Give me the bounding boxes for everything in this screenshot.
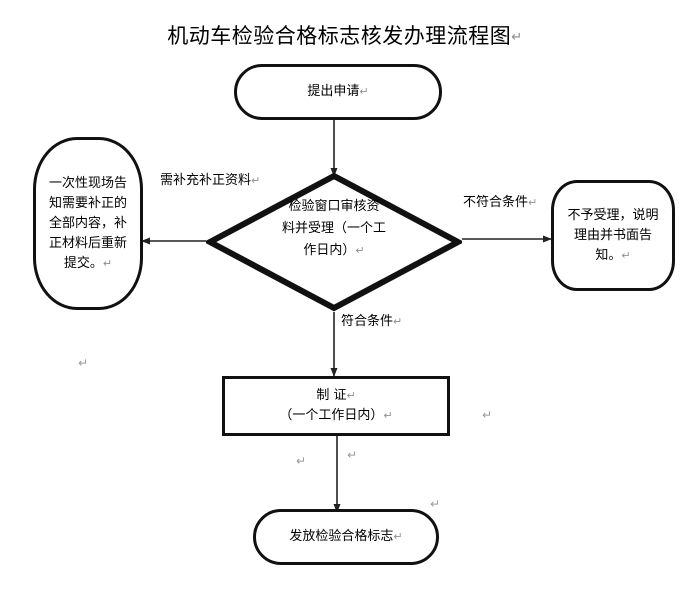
node-rejected-label: 不予受理，说明 理由并书面告 知。↵ [561,206,664,266]
edge-label-eligible: 符合条件↵ [341,313,402,331]
paragraph-mark-icon: ↵ [359,85,369,98]
stray-paragraph-mark-4: ↵ [296,454,307,468]
node-right-line-3: 知。↵ [595,247,631,263]
edge-label-not-eligible: 不符合条件↵ [463,194,537,212]
node-make-certificate-label: 制 证↵ （一个工作日内）↵ [273,386,398,426]
node-rejected[interactable]: 不予受理，说明 理由并书面告 知。↵ [551,180,675,291]
edge-label-eligible-text: 符合条件 [341,314,394,329]
paragraph-mark-icon: ↵ [393,530,403,543]
node-left-line-1: 一次性现场告 [48,175,127,191]
page-title-text: 机动车检验合格标志核发办理流程图 [167,24,512,48]
node-onetime-notice[interactable]: 一次性现场告 知需要补正的 全部内容，补 正材料后重新 提交。↵ [33,137,143,310]
node-decision-line-1: 检验窗口审核资 [288,199,380,214]
page-title: 机动车检验合格标志核发办理流程图↵ [0,22,690,52]
paragraph-mark-icon: ↵ [511,30,523,45]
paragraph-mark-icon: ↵ [528,196,538,209]
stray-paragraph-mark-2: ↵ [482,408,493,422]
paragraph-mark-icon: ↵ [102,256,113,270]
node-left-line-4: 正材料后重新 [48,235,127,251]
edge-label-not-eligible-text: 不符合条件 [463,195,529,210]
paragraph-mark-icon: ↵ [621,248,631,262]
node-start-label: 提出申请↵ [307,84,369,99]
edge-label-supplement-text: 需补充补正资料 [160,173,252,188]
node-process-line-1: 制 证↵ [316,388,356,403]
node-decision-review[interactable]: 检验窗口审核资 料并受理（一个工 作日内）↵ [206,172,462,312]
paragraph-mark-icon: ↵ [355,244,365,257]
diamond-shape [206,172,462,312]
stray-paragraph-mark-3: ↵ [347,448,358,462]
node-right-line-2: 理由并书面告 [573,227,652,243]
node-process-line-2: （一个工作日内）↵ [279,408,393,423]
stray-paragraph-mark-5: ↵ [430,497,441,511]
node-left-line-5: 提交。↵ [63,255,113,271]
edge-label-supplement-materials: 需补充补正资料↵ [160,172,260,190]
stray-paragraph-mark-1: ↵ [78,356,89,370]
paragraph-mark-icon: ↵ [393,315,403,328]
node-decision-line-2: 料并受理（一个工 [281,221,386,236]
node-end-label: 发放检验合格标志↵ [289,529,403,544]
node-onetime-notice-label: 一次性现场告 知需要补正的 全部内容，补 正材料后重新 提交。↵ [43,174,133,274]
node-start-submit-application[interactable]: 提出申请↵ [234,64,442,120]
node-decision-label: 检验窗口审核资 料并受理（一个工 作日内）↵ [256,196,412,262]
paragraph-mark-icon: ↵ [346,389,356,402]
paragraph-mark-icon: ↵ [251,174,261,187]
node-left-line-3: 全部内容，补 [48,215,127,231]
node-issue-inspection-mark[interactable]: 发放检验合格标志↵ [253,509,439,565]
node-decision-line-3: 作日内）↵ [303,243,365,258]
node-right-line-1: 不予受理，说明 [567,207,659,223]
node-left-line-2: 知需要补正的 [48,195,127,211]
node-make-certificate[interactable]: 制 证↵ （一个工作日内）↵ [222,376,450,436]
paragraph-mark-icon: ↵ [383,409,393,422]
